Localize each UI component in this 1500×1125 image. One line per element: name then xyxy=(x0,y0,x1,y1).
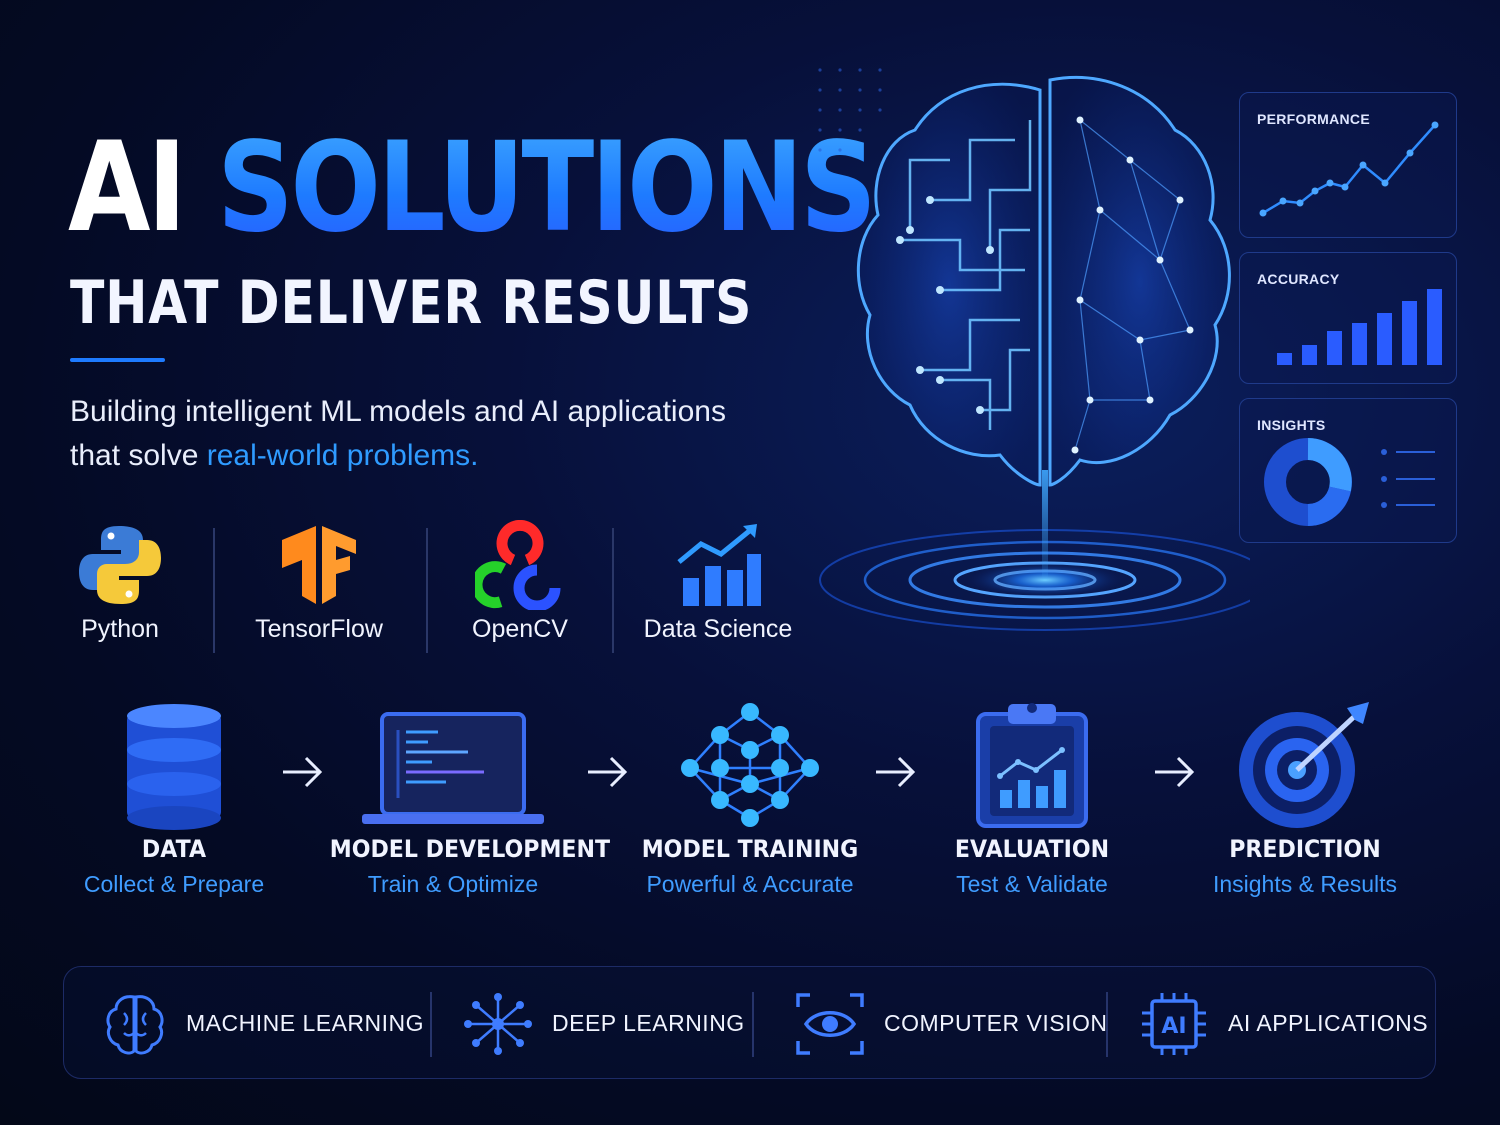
hero-tagline: THAT DELIVER RESULTS xyxy=(70,268,753,338)
feature-divider xyxy=(752,992,754,1057)
pipeline-data-title: DATA xyxy=(141,835,207,863)
arrow-right-icon xyxy=(588,756,628,788)
title-underline xyxy=(70,358,165,362)
feature-divider xyxy=(430,992,432,1057)
tech-tensorflow: TensorFlow xyxy=(239,520,399,644)
tech-divider xyxy=(213,528,215,653)
pipeline-model-development-subtitle: Train & Optimize xyxy=(367,871,539,897)
brain-icon xyxy=(106,994,164,1054)
feature-machine-learning-label: MACHINE LEARNING xyxy=(186,1010,425,1036)
arrow-right-icon xyxy=(876,756,916,788)
tech-data-science-label: Data Science xyxy=(643,615,793,643)
tech-python-label: Python xyxy=(81,615,159,643)
eye-scan-icon xyxy=(796,992,864,1055)
pipeline-data-subtitle: Collect & Prepare xyxy=(83,871,265,897)
tech-opencv-label: OpenCV xyxy=(472,615,568,643)
subtitle-highlight: real-world problems. xyxy=(206,439,479,472)
feature-machine-learning: MACHINE LEARNING xyxy=(102,967,424,1080)
ai-chip-icon: AI xyxy=(1142,992,1206,1055)
growth-chart-icon xyxy=(677,524,761,606)
insights-label: INSIGHTS xyxy=(1257,417,1326,433)
arrow-right-icon xyxy=(283,756,323,788)
opencv-logo-icon xyxy=(471,519,561,612)
tech-divider xyxy=(426,528,428,653)
pipeline-model-training-subtitle: Powerful & Accurate xyxy=(646,871,854,897)
feature-ai-applications: AI AI APPLICATIONS xyxy=(1138,967,1428,1080)
accuracy-label: ACCURACY xyxy=(1257,271,1340,287)
feature-deep-learning-label: DEEP LEARNING xyxy=(552,1010,745,1036)
laptop-code-icon xyxy=(362,712,544,824)
feature-divider xyxy=(1106,992,1108,1057)
pipeline-step-model-training: MODEL TRAINING Powerful & Accurate xyxy=(630,700,870,898)
network-nodes-icon xyxy=(464,992,532,1055)
clipboard-chart-icon xyxy=(976,703,1088,828)
insights-donut-chart-icon xyxy=(1264,438,1435,526)
tech-tensorflow-label: TensorFlow xyxy=(255,615,383,643)
svg-text:AI: AI xyxy=(1161,1014,1186,1039)
hero-title-solutions: SOLUTIONS xyxy=(217,116,877,260)
pipeline-step-evaluation: EVALUATION Test & Validate xyxy=(932,700,1132,898)
brain-hologram-illustration xyxy=(818,68,1250,631)
hero-title: AI SOLUTIONS xyxy=(68,116,877,260)
pipeline-model-development-title: MODEL DEVELOPMENT xyxy=(329,835,611,863)
pipeline-step-prediction: PREDICTION Insights & Results xyxy=(1195,700,1415,898)
python-logo-icon xyxy=(79,526,161,604)
pipeline-prediction-subtitle: Insights & Results xyxy=(1212,871,1398,897)
performance-line-chart-icon xyxy=(1259,121,1439,217)
accuracy-bar-chart-icon xyxy=(1277,289,1442,365)
arrow-right-icon xyxy=(1155,756,1195,788)
performance-panel: PERFORMANCE xyxy=(1239,92,1457,238)
performance-label: PERFORMANCE xyxy=(1257,111,1370,127)
subtitle-line-1: Building intelligent ML models and AI ap… xyxy=(70,395,726,428)
tensorflow-logo-icon xyxy=(282,526,356,604)
database-icon xyxy=(127,704,221,830)
hero-subtitle: Building intelligent ML models and AI ap… xyxy=(70,390,810,478)
tech-python: Python xyxy=(40,520,200,644)
feature-computer-vision-label: COMPUTER VISION xyxy=(884,1010,1108,1036)
tech-data-science: Data Science xyxy=(632,520,804,644)
tech-opencv: OpenCV xyxy=(440,519,600,644)
pipeline-prediction-title: PREDICTION xyxy=(1229,835,1381,863)
pipeline-evaluation-title: EVALUATION xyxy=(954,835,1110,863)
accuracy-panel: ACCURACY xyxy=(1239,252,1457,384)
feature-deep-learning: DEEP LEARNING xyxy=(462,967,745,1080)
pipeline-step-data: DATA Collect & Prepare xyxy=(74,700,274,898)
neural-network-icon xyxy=(681,703,819,827)
insights-panel: INSIGHTS xyxy=(1239,398,1457,543)
target-icon xyxy=(1239,702,1369,828)
pipeline-evaluation-subtitle: Test & Validate xyxy=(956,871,1108,897)
feature-computer-vision: COMPUTER VISION xyxy=(794,967,1107,1080)
feature-ai-applications-label: AI APPLICATIONS xyxy=(1228,1010,1429,1036)
dot-grid xyxy=(818,68,882,152)
hero-title-ai: AI xyxy=(68,116,187,260)
tech-divider xyxy=(612,528,614,653)
subtitle-line-2-prefix: that solve xyxy=(70,439,207,472)
pipeline-model-training-title: MODEL TRAINING xyxy=(641,835,859,863)
feature-bar: MACHINE LEARNING DEEP LEARNING COMPUTER xyxy=(63,966,1436,1079)
pipeline-step-model-development: MODEL DEVELOPMENT Train & Optimize xyxy=(319,700,611,898)
